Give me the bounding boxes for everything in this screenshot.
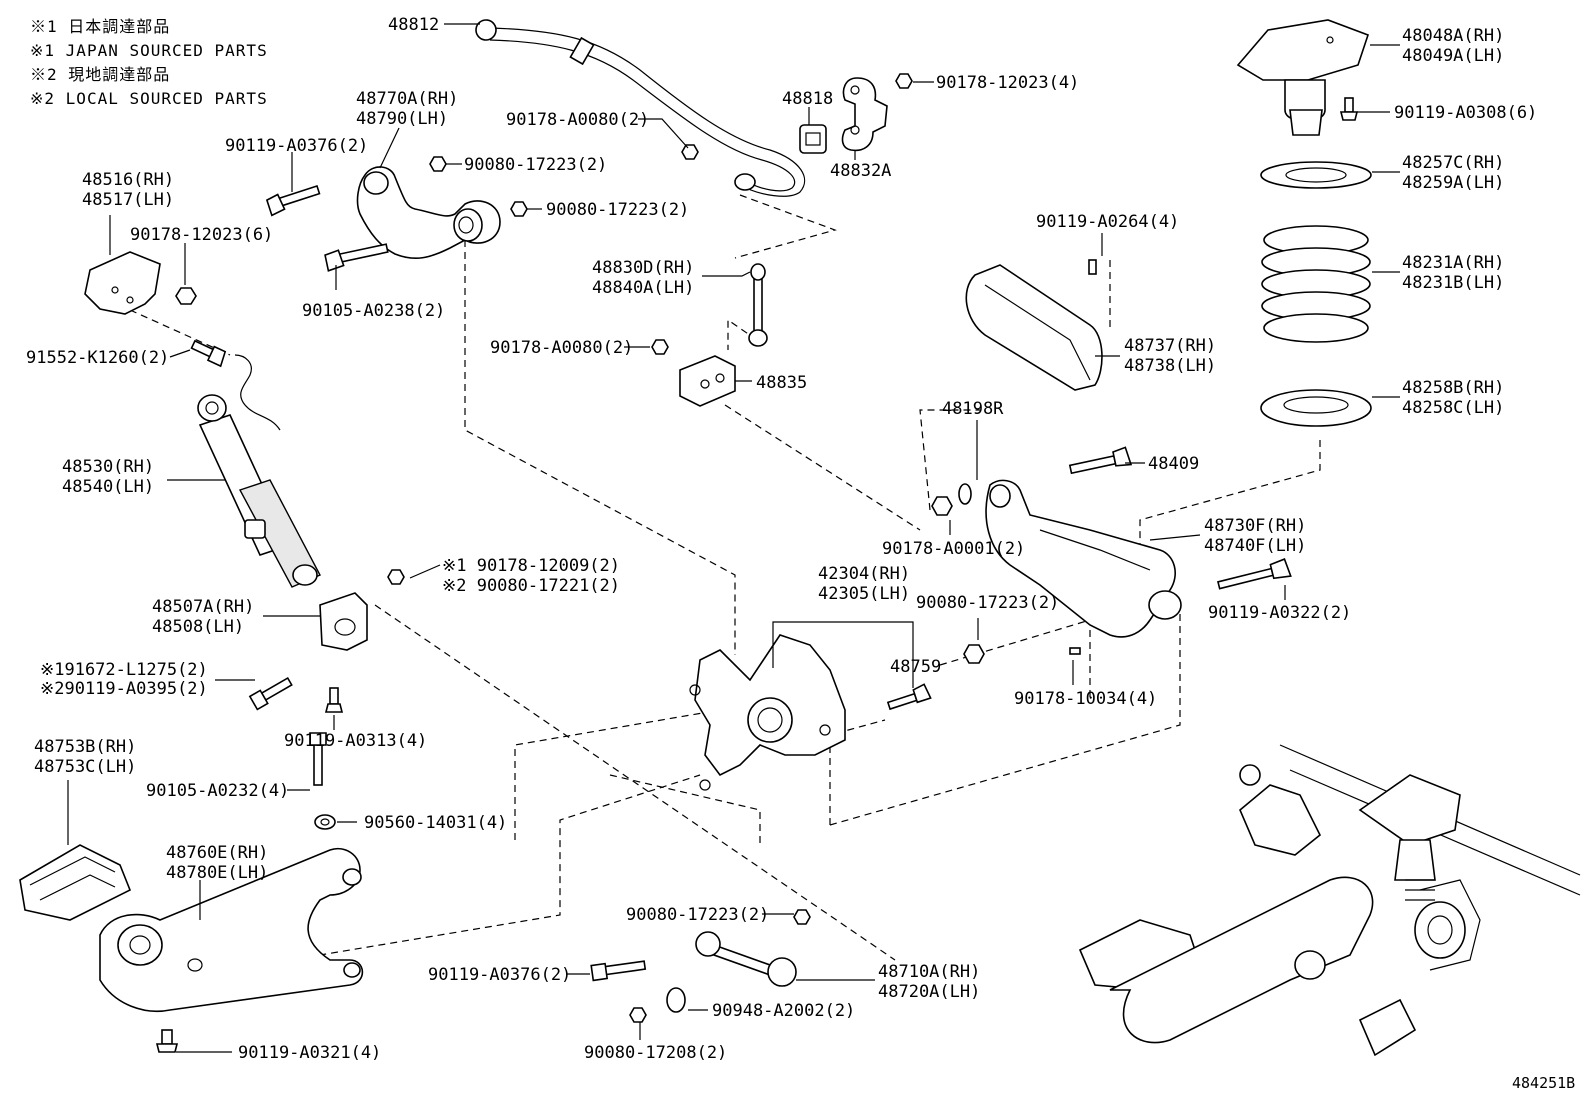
label-48517[interactable]: 48517(LH): [82, 190, 174, 210]
label-90178-a0080-top[interactable]: 90178-A0080(2): [506, 110, 649, 130]
label-48257c[interactable]: 48257C(RH): [1402, 153, 1504, 173]
label-48738[interactable]: 48738(LH): [1124, 356, 1216, 376]
label-48790[interactable]: 48790(LH): [356, 109, 448, 129]
label-42304[interactable]: 42304(RH): [818, 564, 910, 584]
washer-icon: [314, 483, 972, 1013]
label-90105-a0238[interactable]: 90105-A0238(2): [302, 301, 445, 321]
part-labels: 48812 90178-12023(4) 48818 48832A 90178-…: [26, 15, 1537, 1063]
label-90080-17221[interactable]: ※2 90080-17221(2): [442, 576, 620, 596]
label-48710a[interactable]: 48710A(RH): [878, 962, 980, 982]
figure-id: 484251B: [1512, 1074, 1575, 1092]
stabilizer-bushing[interactable]: [799, 124, 827, 154]
label-48812[interactable]: 48812: [388, 15, 439, 35]
label-48753b[interactable]: 48753B(RH): [34, 737, 136, 757]
label-90178-10034[interactable]: 90178-10034(4): [1014, 689, 1157, 709]
label-90560-14031[interactable]: 90560-14031(4): [364, 813, 507, 833]
leader-lines: [67, 23, 1400, 1053]
stabilizer-link[interactable]: [748, 263, 768, 347]
note-line-2: ※1 JAPAN SOURCED PARTS: [30, 41, 268, 60]
label-48832a[interactable]: 48832A: [830, 161, 891, 181]
label-90080-17223-b[interactable]: 90080-17223(2): [546, 200, 689, 220]
label-90178-12009[interactable]: ※1 90178-12009(2): [442, 556, 620, 576]
label-48835[interactable]: 48835: [756, 373, 807, 393]
label-48760e[interactable]: 48760E(RH): [166, 843, 268, 863]
label-48818[interactable]: 48818: [782, 89, 833, 109]
label-48231a[interactable]: 48231A(RH): [1402, 253, 1504, 273]
label-48730f[interactable]: 48730F(RH): [1204, 516, 1306, 536]
link-bracket[interactable]: [679, 355, 736, 407]
label-48049a[interactable]: 48049A(LH): [1402, 46, 1504, 66]
label-90119-a0321[interactable]: 90119-A0321(4): [238, 1043, 381, 1063]
label-48720a[interactable]: 48720A(LH): [878, 982, 980, 1002]
label-90080-17223-c[interactable]: 90080-17223(2): [626, 905, 769, 925]
label-90178-12023-4[interactable]: 90178-12023(4): [936, 73, 1079, 93]
note-line-3: ※2 現地調達部品: [30, 65, 170, 84]
label-48830d[interactable]: 48830D(RH): [592, 258, 694, 278]
bushing-bracket[interactable]: [319, 592, 368, 651]
upper-control-arm[interactable]: [356, 166, 501, 260]
label-48540[interactable]: 48540(LH): [62, 477, 154, 497]
label-48759[interactable]: 48759: [890, 657, 941, 677]
spring-cover-shield[interactable]: [965, 264, 1103, 391]
label-48409[interactable]: 48409: [1148, 454, 1199, 474]
label-91552-k1260[interactable]: 91552-K1260(2): [26, 348, 169, 368]
label-90119-a0322[interactable]: 90119-A0322(2): [1208, 603, 1351, 623]
label-42305[interactable]: 42305(LH): [818, 584, 910, 604]
label-48840a[interactable]: 48840A(LH): [592, 278, 694, 298]
label-48231b[interactable]: 48231B(LH): [1402, 273, 1504, 293]
label-91672-l1275[interactable]: ※191672-L1275(2): [40, 660, 208, 680]
rear-axle-carrier[interactable]: [689, 634, 846, 791]
label-48508[interactable]: 48508(LH): [152, 617, 244, 637]
label-48737[interactable]: 48737(RH): [1124, 336, 1216, 356]
label-48780e[interactable]: 48780E(LH): [166, 863, 268, 883]
label-90178-a0001[interactable]: 90178-A0001(2): [882, 539, 1025, 559]
label-90119-a0313[interactable]: 90119-A0313(4): [284, 731, 427, 751]
shock-bracket-plate[interactable]: [84, 251, 161, 315]
note-line-4: ※2 LOCAL SOURCED PARTS: [30, 89, 268, 108]
upper-spring-seat[interactable]: [1260, 161, 1372, 189]
sourcing-notes: ※1 日本調達部品 ※1 JAPAN SOURCED PARTS ※2 現地調達…: [30, 17, 268, 108]
label-48048a[interactable]: 48048A(RH): [1402, 26, 1504, 46]
upper-support[interactable]: [1236, 19, 1370, 136]
assembly-view: [1078, 744, 1581, 1057]
lower-arm-no2[interactable]: [985, 479, 1182, 638]
label-48753c[interactable]: 48753C(LH): [34, 757, 136, 777]
label-48258c[interactable]: 48258C(LH): [1402, 398, 1504, 418]
label-48259a[interactable]: 48259A(LH): [1402, 173, 1504, 193]
lateral-link[interactable]: [695, 931, 797, 987]
bolt-icon: [155, 97, 1359, 1053]
label-90119-a0376-top[interactable]: 90119-A0376(2): [225, 136, 368, 156]
label-90080-17223-d[interactable]: 90080-17223(2): [916, 593, 1059, 613]
nut-icon: [175, 73, 985, 1023]
label-90178-12023-6[interactable]: 90178-12023(6): [130, 225, 273, 245]
label-90178-a0080-mid[interactable]: 90178-A0080(2): [490, 338, 633, 358]
label-90080-17208[interactable]: 90080-17208(2): [584, 1043, 727, 1063]
label-90080-17223-a[interactable]: 90080-17223(2): [464, 155, 607, 175]
stabilizer-bracket[interactable]: [841, 77, 888, 152]
label-90105-a0232[interactable]: 90105-A0232(4): [146, 781, 289, 801]
label-48770a[interactable]: 48770A(RH): [356, 89, 458, 109]
label-90119-a0264[interactable]: 90119-A0264(4): [1036, 212, 1179, 232]
lower-spring-seat[interactable]: [1260, 389, 1372, 427]
label-48740f[interactable]: 48740F(LH): [1204, 536, 1306, 556]
coil-spring[interactable]: [1261, 225, 1371, 343]
label-48507a[interactable]: 48507A(RH): [152, 597, 254, 617]
label-48516[interactable]: 48516(RH): [82, 170, 174, 190]
label-90119-a0395[interactable]: ※290119-A0395(2): [40, 679, 208, 699]
label-90119-a0308[interactable]: 90119-A0308(6): [1394, 103, 1537, 123]
label-90119-a0376-bot[interactable]: 90119-A0376(2): [428, 965, 571, 985]
label-90948-a2002[interactable]: 90948-A2002(2): [712, 1001, 855, 1021]
label-48258b[interactable]: 48258B(RH): [1402, 378, 1504, 398]
label-48198r[interactable]: 48198R: [942, 399, 1004, 419]
lower-arm-cover[interactable]: [19, 844, 132, 921]
shock-absorber[interactable]: [197, 354, 321, 588]
lower-control-arm[interactable]: [99, 848, 364, 1012]
note-line-1: ※1 日本調達部品: [30, 17, 170, 36]
stabilizer-bar[interactable]: [475, 19, 806, 197]
label-48530[interactable]: 48530(RH): [62, 457, 154, 477]
